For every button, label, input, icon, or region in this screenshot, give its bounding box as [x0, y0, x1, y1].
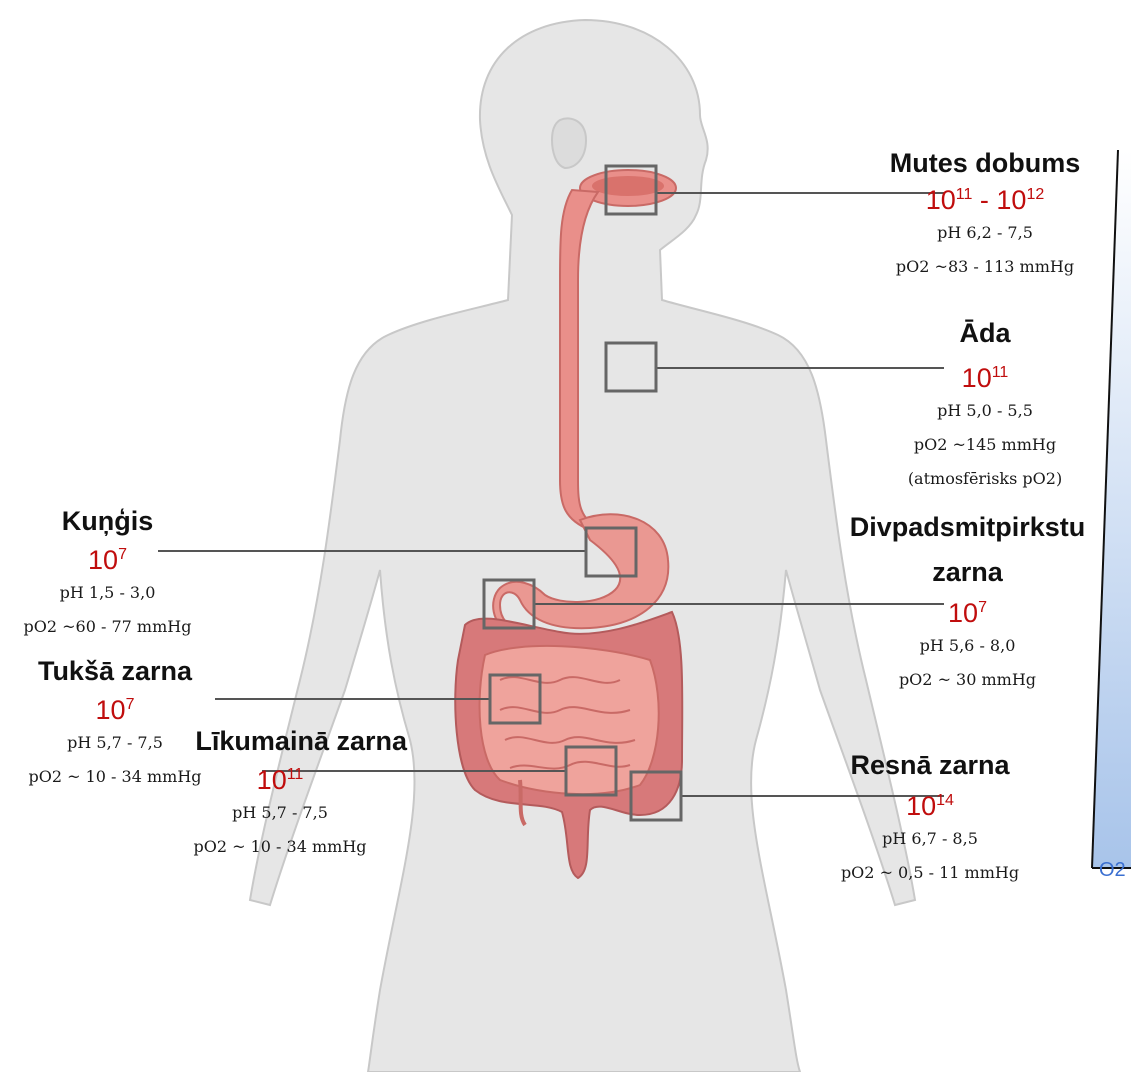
note-skin: (atmosfērisks pO2)	[880, 462, 1090, 496]
ph-skin: pH 5,0 - 5,5	[880, 394, 1090, 428]
label-mouth: Mutes dobums 1011 - 1012 pH 6,2 - 7,5 pO…	[860, 148, 1110, 284]
ph-mouth: pH 6,2 - 7,5	[860, 216, 1110, 250]
o2-axis-label: O2	[1099, 859, 1126, 881]
bacterial-count-colon: 1014	[820, 791, 1040, 822]
po2-skin: pO2 ~145 mmHg	[880, 428, 1090, 462]
site-title-jejunum: Tukšā zarna	[0, 656, 230, 687]
bacterial-count-duodenum: 107	[835, 598, 1100, 629]
ph-ileum: pH 5,7 - 7,5	[145, 796, 415, 830]
label-duodenum: Divpadsmitpirkstu zarna 107 pH 5,6 - 8,0…	[835, 512, 1100, 697]
ph-duodenum: pH 5,6 - 8,0	[835, 629, 1100, 663]
human-silhouette	[250, 20, 915, 1072]
bacterial-count-jejunum: 107	[0, 695, 230, 726]
site-title-duodenum-line2: zarna	[835, 557, 1100, 588]
site-title-stomach: Kuņģis	[0, 506, 215, 537]
label-colon: Resnā zarna 1014 pH 6,7 - 8,5 pO2 ~ 0,5 …	[820, 750, 1040, 890]
bacterial-count-stomach: 107	[0, 545, 215, 576]
ph-stomach: pH 1,5 - 3,0	[0, 576, 215, 610]
site-title-colon: Resnā zarna	[820, 750, 1040, 781]
po2-mouth: pO2 ~83 - 113 mmHg	[860, 250, 1110, 284]
label-stomach: Kuņģis 107 pH 1,5 - 3,0 pO2 ~60 - 77 mmH…	[0, 506, 215, 644]
po2-ileum: pO2 ~ 10 - 34 mmHg	[145, 830, 415, 864]
po2-stomach: pO2 ~60 - 77 mmHg	[0, 610, 215, 644]
bacterial-count-mouth: 1011 - 1012	[860, 185, 1110, 216]
po2-duodenum: pO2 ~ 30 mmHg	[835, 663, 1100, 697]
po2-colon: pO2 ~ 0,5 - 11 mmHg	[820, 856, 1040, 890]
site-title-skin: Āda	[880, 318, 1090, 349]
label-ileum: Līkumainā zarna 1011 pH 5,7 - 7,5 pO2 ~ …	[145, 726, 415, 864]
label-skin: Āda 1011 pH 5,0 - 5,5 pO2 ~145 mmHg (atm…	[880, 318, 1090, 496]
site-title-ileum: Līkumainā zarna	[145, 726, 415, 757]
ph-colon: pH 6,7 - 8,5	[820, 822, 1040, 856]
bacterial-count-ileum: 1011	[145, 765, 415, 796]
bacterial-count-skin: 1011	[880, 363, 1090, 394]
site-title-duodenum-line1: Divpadsmitpirkstu	[835, 512, 1100, 543]
site-title-mouth: Mutes dobums	[860, 148, 1110, 179]
